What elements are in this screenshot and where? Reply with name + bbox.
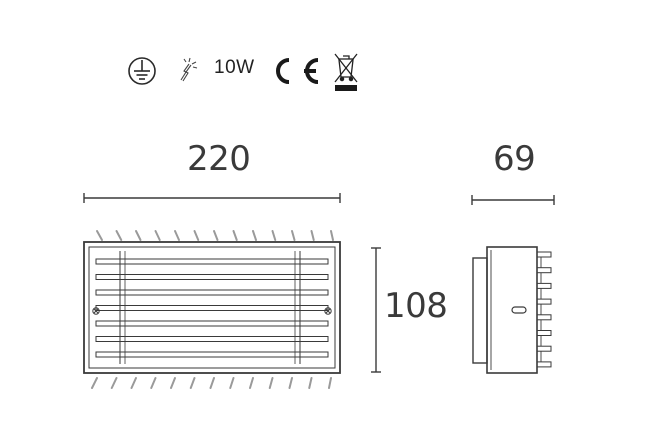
grille-bar <box>95 274 329 280</box>
light-ray <box>232 230 238 241</box>
light-ray <box>209 377 215 389</box>
light-ray <box>170 377 176 389</box>
light-ray <box>310 230 315 241</box>
light-ray <box>308 377 313 389</box>
light-ray <box>115 230 123 241</box>
side-latch <box>511 306 527 314</box>
light-ray <box>91 377 98 389</box>
side-fins <box>536 251 552 368</box>
light-ray <box>189 377 196 389</box>
grille-bar <box>95 258 329 265</box>
depth-dimension-label: 69 <box>493 139 536 179</box>
side-fin <box>536 298 552 305</box>
side-back-plate <box>472 257 488 364</box>
light-ray <box>288 377 293 389</box>
depth-dimension-line <box>471 195 555 205</box>
width-dimension-line <box>83 193 341 203</box>
light-ray <box>229 377 235 389</box>
left-screw-icon <box>92 307 100 315</box>
light-ray <box>110 377 118 389</box>
ce-mark-icon <box>276 58 319 84</box>
side-fin <box>536 314 552 321</box>
side-fin <box>536 330 552 336</box>
light-ray <box>154 230 161 241</box>
lamp-sparkle-icon <box>180 57 198 82</box>
light-ray <box>193 230 200 241</box>
power-rating-label: 10W <box>214 57 255 78</box>
side-view <box>472 246 552 374</box>
side-fin <box>536 345 552 352</box>
light-ray <box>291 230 296 241</box>
grille-bar <box>95 320 329 327</box>
grille-bar <box>95 289 329 296</box>
right-screw-icon <box>324 307 332 315</box>
light-rays-bottom <box>91 377 332 389</box>
light-ray <box>213 230 219 241</box>
light-ray <box>135 230 142 241</box>
light-ray <box>130 377 137 389</box>
side-fin <box>536 251 552 258</box>
earth-ground-icon <box>128 57 156 85</box>
width-dimension-label: 220 <box>187 139 251 179</box>
side-fin <box>536 267 552 274</box>
front-inner-frame <box>88 246 336 369</box>
light-ray <box>271 230 277 241</box>
grille-bars <box>95 258 329 358</box>
light-ray <box>328 377 332 389</box>
light-rays-top <box>96 230 334 241</box>
front-outer-frame <box>83 241 341 374</box>
light-ray <box>174 230 180 241</box>
grille-bar <box>95 351 329 358</box>
weee-bar <box>335 85 357 91</box>
grille-bar <box>95 305 329 311</box>
side-body <box>486 246 538 374</box>
weee-crossed-bin-icon <box>334 53 358 83</box>
front-view <box>83 241 341 374</box>
side-fin <box>536 361 552 368</box>
height-dimension-label: 108 <box>384 286 448 326</box>
height-dimension-line <box>371 247 381 373</box>
side-fin <box>536 282 552 289</box>
light-ray <box>249 377 254 389</box>
light-ray <box>252 230 257 241</box>
light-ray <box>268 377 274 389</box>
grille-bar <box>95 336 329 342</box>
light-ray <box>330 230 334 241</box>
light-ray <box>96 230 103 241</box>
light-ray <box>150 377 157 389</box>
